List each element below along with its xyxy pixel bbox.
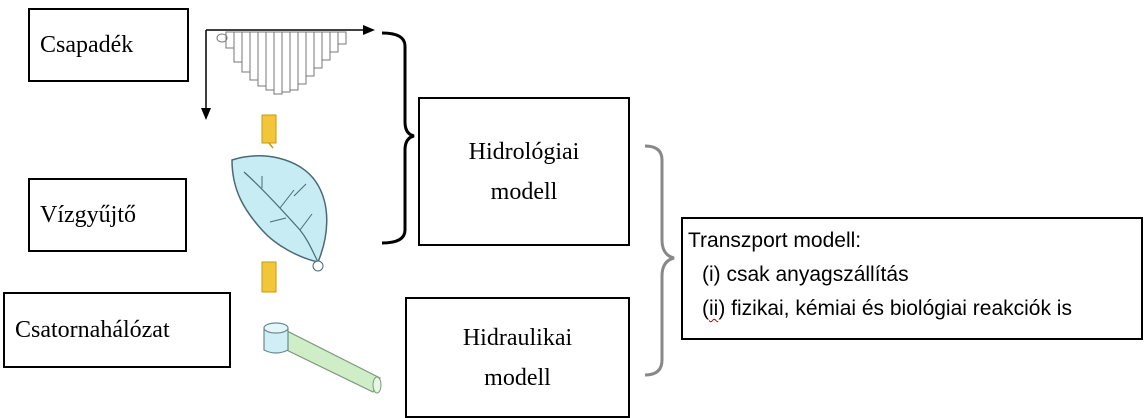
- hydrologic-model-line1: Hidrológiai: [468, 138, 580, 165]
- transport-item-1: (i) csak anyagszállítás: [702, 263, 909, 286]
- catchment-icon: [231, 155, 328, 272]
- transport-item-2: (ii) fizikai, kémiai és biológiai reakci…: [702, 297, 1072, 321]
- hydraulic-model-box: Hidraulikai modell: [405, 297, 630, 418]
- catchment-label-box: Vízgyűjtő: [28, 178, 187, 252]
- transport-model-box: Transzport modell: (i) csak anyagszállít…: [681, 217, 1143, 340]
- flow-arrow-icon-1: [261, 114, 277, 149]
- hydraulic-model-line2: modell: [484, 364, 551, 391]
- catchment-label: Vízgyűjtő: [40, 201, 136, 228]
- transport-item-2-rest: ) fizikai, kémiai és biológiai reakciók …: [718, 297, 1072, 320]
- hydraulic-model-line1: Hidraulikai: [462, 324, 573, 351]
- flow-arrow-icon-2: [261, 261, 277, 293]
- hydrologic-model-box: Hidrológiai modell: [418, 97, 630, 246]
- transport-model-title: Transzport modell:: [688, 229, 862, 252]
- hydrologic-bracket: [381, 31, 415, 245]
- sewer-network-label-box: Csatornahálózat: [3, 292, 231, 368]
- transport-item-2-roman: ii: [709, 297, 719, 320]
- transport-item-2-prefix: (: [702, 297, 709, 320]
- transport-brace: [644, 144, 675, 377]
- precipitation-label-box: Csapadék: [28, 8, 189, 82]
- precipitation-label: Csapadék: [40, 31, 134, 58]
- hydrologic-model-line2: modell: [490, 178, 558, 205]
- hyetograph-icon: [201, 25, 375, 120]
- sewer-network-label: Csatornahálózat: [15, 316, 170, 343]
- sewer-pipe-icon: [263, 322, 382, 394]
